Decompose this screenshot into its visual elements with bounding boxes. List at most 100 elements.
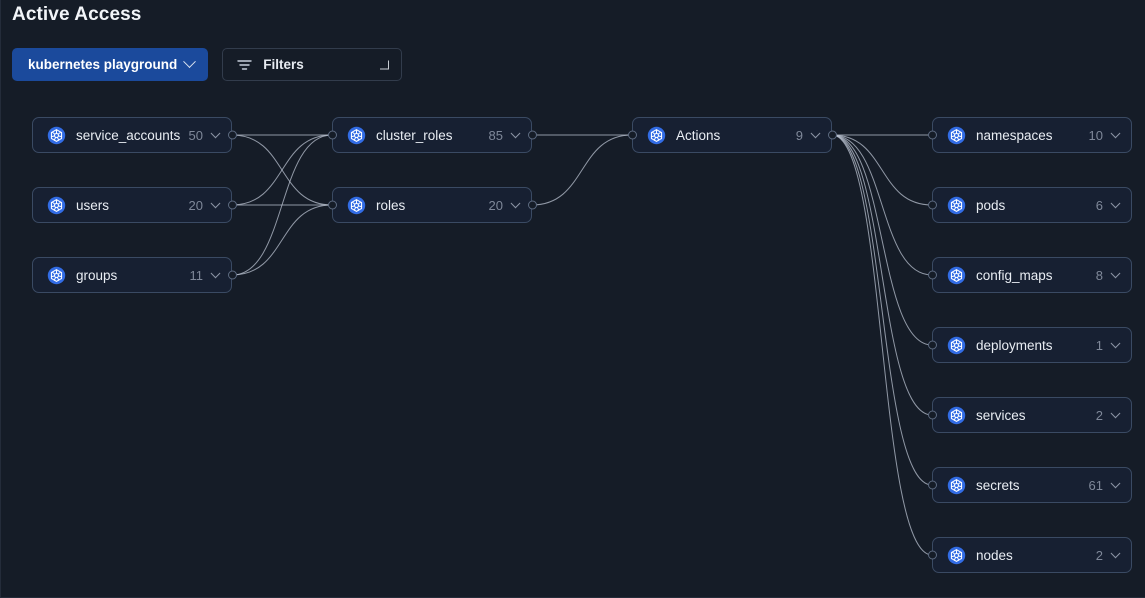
node-count: 9 — [795, 127, 803, 143]
chevron-down-icon[interactable] — [1110, 477, 1121, 488]
kubernetes-icon — [47, 266, 66, 284]
chevron-down-icon[interactable] — [210, 127, 221, 138]
chevron-down-icon — [380, 60, 390, 69]
graph-edge-actions-to-config_maps — [831, 134, 933, 276]
kubernetes-icon — [947, 406, 966, 424]
graph-node-deployments[interactable]: deployments 1 — [927, 327, 1132, 363]
kubernetes-icon — [47, 196, 66, 214]
node-port-in[interactable] — [927, 130, 937, 140]
graph-edge-actions-to-nodes — [831, 134, 933, 556]
node-label: config_maps — [976, 267, 1053, 283]
node-label: roles — [376, 197, 406, 213]
node-label: nodes — [976, 547, 1013, 563]
graph-node-nodes[interactable]: nodes 2 — [927, 537, 1132, 573]
node-count: 6 — [1095, 197, 1103, 213]
graph-node-config_maps[interactable]: config_maps 8 — [927, 257, 1132, 293]
chevron-down-icon[interactable] — [1110, 337, 1121, 348]
node-count: 8 — [1095, 267, 1103, 283]
kubernetes-icon — [947, 196, 966, 214]
node-port-in[interactable] — [927, 270, 937, 280]
node-port-out[interactable] — [227, 270, 237, 280]
node-label: Actions — [676, 127, 721, 143]
filters-label: Filters — [263, 57, 304, 72]
node-label: service_accounts — [76, 127, 181, 143]
node-label: users — [76, 197, 110, 213]
node-label: cluster_roles — [376, 127, 453, 143]
chevron-down-icon[interactable] — [510, 197, 521, 208]
graph-node-roles[interactable]: roles 20 — [327, 187, 537, 223]
node-port-in[interactable] — [327, 130, 337, 140]
kubernetes-icon — [947, 476, 966, 494]
node-port-out[interactable] — [227, 200, 237, 210]
graph-edge-actions-to-pods — [831, 134, 933, 206]
graph-edge-service_accounts-to-roles — [231, 134, 333, 206]
node-port-in[interactable] — [927, 340, 937, 350]
node-port-in[interactable] — [927, 550, 937, 560]
graph-edge-actions-to-deployments — [831, 134, 933, 346]
node-label: groups — [76, 267, 118, 283]
node-label: secrets — [976, 477, 1020, 493]
toolbar: kubernetes playground Filters — [12, 48, 403, 81]
graph-node-users[interactable]: users 20 — [32, 187, 237, 223]
node-count: 20 — [488, 197, 503, 213]
node-port-in[interactable] — [627, 130, 637, 140]
graph-node-services[interactable]: services 2 — [927, 397, 1132, 433]
kubernetes-icon — [947, 126, 966, 144]
filters-button[interactable]: Filters — [222, 48, 403, 81]
kubernetes-icon — [947, 266, 966, 284]
node-port-out[interactable] — [527, 130, 537, 140]
graph-edge-actions-to-services — [831, 134, 933, 416]
graph-edge-roles-to-actions — [531, 134, 633, 206]
graph-node-groups[interactable]: groups 11 — [32, 257, 237, 293]
node-count: 10 — [1088, 127, 1103, 143]
kubernetes-icon — [947, 546, 966, 564]
chevron-down-icon[interactable] — [210, 267, 221, 278]
chevron-down-icon[interactable] — [510, 127, 521, 138]
kubernetes-icon — [347, 196, 366, 214]
node-port-out[interactable] — [227, 130, 237, 140]
chevron-down-icon[interactable] — [210, 197, 221, 208]
cluster-selector-label: kubernetes playground — [28, 57, 178, 72]
graph-edge-groups-to-cluster_roles — [231, 134, 333, 276]
node-count: 2 — [1095, 547, 1103, 563]
kubernetes-icon — [947, 336, 966, 354]
chevron-down-icon[interactable] — [1110, 267, 1121, 278]
page-title: Active Access — [12, 4, 142, 25]
kubernetes-icon — [347, 126, 366, 144]
chevron-down-icon[interactable] — [1110, 407, 1121, 418]
node-label: deployments — [976, 337, 1053, 353]
node-port-in[interactable] — [927, 410, 937, 420]
node-port-out[interactable] — [527, 200, 537, 210]
node-port-in[interactable] — [927, 480, 937, 490]
node-port-in[interactable] — [327, 200, 337, 210]
graph-edge-actions-to-secrets — [831, 134, 933, 486]
chevron-down-icon[interactable] — [1110, 547, 1121, 558]
graph-edge-groups-to-roles — [231, 204, 333, 276]
chevron-down-icon[interactable] — [1110, 127, 1121, 138]
node-port-out[interactable] — [827, 130, 837, 140]
graph-edge-users-to-cluster_roles — [231, 134, 333, 206]
node-count: 2 — [1095, 407, 1103, 423]
filter-icon — [237, 59, 252, 70]
node-count: 1 — [1095, 337, 1103, 353]
cluster-selector-button[interactable]: kubernetes playground — [12, 48, 209, 81]
node-label: services — [976, 407, 1026, 423]
graph-node-actions[interactable]: Actions 9 — [627, 117, 837, 153]
node-count: 85 — [488, 127, 503, 143]
node-count: 11 — [189, 267, 204, 283]
graph-node-cluster_roles[interactable]: cluster_roles 85 — [327, 117, 537, 153]
kubernetes-icon — [647, 126, 666, 144]
chevron-down-icon[interactable] — [1110, 197, 1121, 208]
node-label: namespaces — [976, 127, 1053, 143]
chevron-down-icon[interactable] — [810, 127, 821, 138]
node-port-in[interactable] — [927, 200, 937, 210]
chevron-down-icon — [183, 55, 197, 69]
node-count: 20 — [188, 197, 203, 213]
graph-node-namespaces[interactable]: namespaces 10 — [927, 117, 1132, 153]
